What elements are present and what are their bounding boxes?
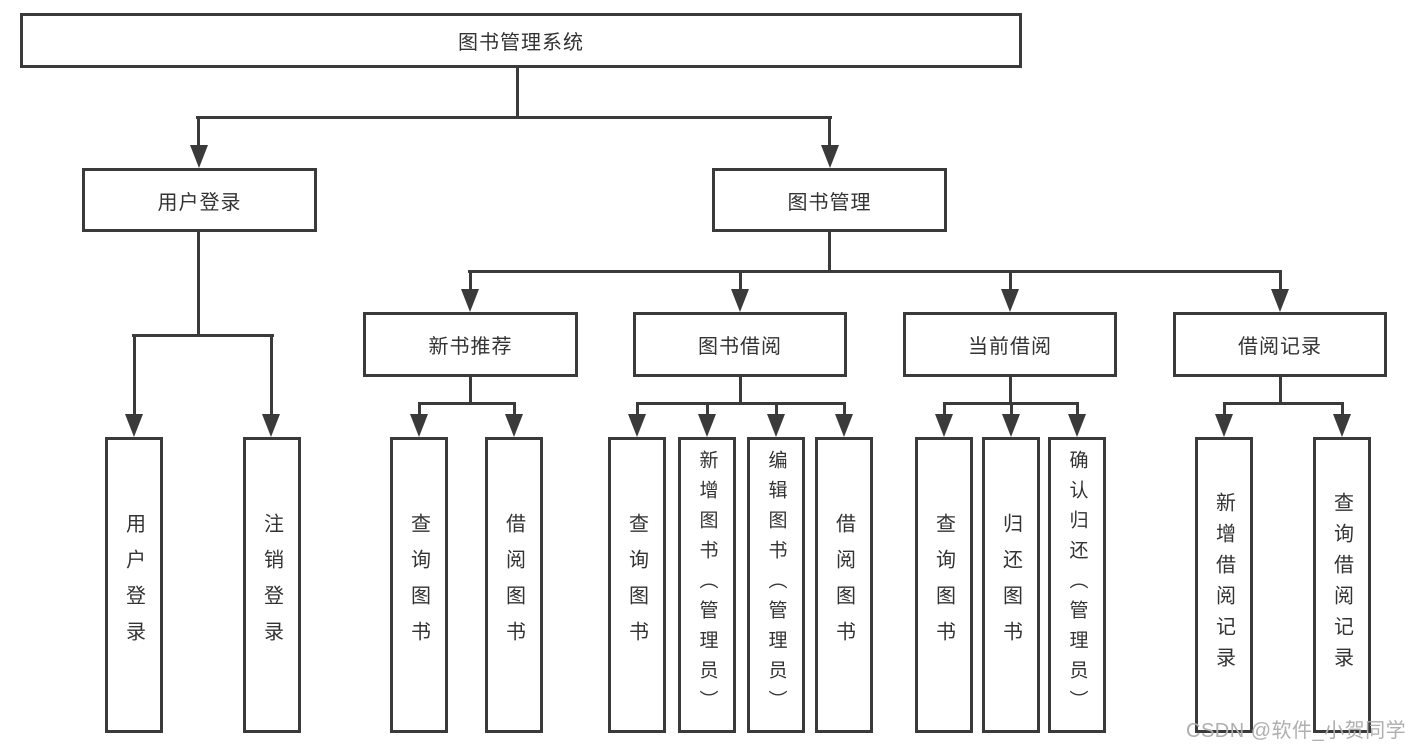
connector <box>270 334 273 416</box>
connector <box>196 116 832 119</box>
connector <box>418 402 516 405</box>
connector <box>828 116 831 148</box>
connector <box>843 402 846 416</box>
connector <box>1009 377 1012 404</box>
connector <box>1010 402 1013 416</box>
connector <box>1076 402 1079 416</box>
node-new-book-recommendation: 新书推荐 <box>363 312 578 377</box>
arrow-down-icon <box>767 414 785 437</box>
connector <box>197 232 200 335</box>
connector <box>1223 402 1226 416</box>
leaf-query-books-borrowing: 查询图书 <box>608 437 666 733</box>
connector <box>706 402 709 416</box>
leaf-query-books-current: 查询图书 <box>915 437 973 733</box>
connector <box>516 68 519 119</box>
arrow-down-icon <box>1002 414 1020 437</box>
connector <box>636 402 846 405</box>
leaf-borrow-books-borrowing: 借阅图书 <box>815 437 873 733</box>
connector <box>132 334 274 337</box>
connector <box>1341 402 1344 416</box>
connector <box>1223 402 1343 405</box>
node-current-borrowing: 当前借阅 <box>903 312 1117 377</box>
arrow-down-icon <box>1001 289 1019 312</box>
leaf-query-books-recommend: 查询图书 <box>390 437 448 733</box>
connector <box>775 402 778 416</box>
arrow-down-icon <box>125 414 143 437</box>
connector <box>468 270 1282 273</box>
leaf-add-book-admin: 新增图书（管理员） <box>678 437 736 733</box>
leaf-logout: 注销登录 <box>243 437 301 733</box>
leaf-query-borrow-record: 查询借阅记录 <box>1313 437 1371 733</box>
arrow-down-icon <box>1215 414 1233 437</box>
connector <box>197 116 200 148</box>
arrow-down-icon <box>821 145 839 168</box>
leaf-add-borrow-record: 新增借阅记录 <box>1195 437 1253 733</box>
arrow-down-icon <box>935 414 953 437</box>
connector <box>513 402 516 416</box>
node-library-management-system: 图书管理系统 <box>20 13 1022 68</box>
leaf-borrow-books-recommend: 借阅图书 <box>485 437 543 733</box>
connector <box>1279 377 1282 404</box>
connector <box>418 402 421 416</box>
arrow-down-icon <box>698 414 716 437</box>
arrow-down-icon <box>461 289 479 312</box>
connector <box>828 232 831 272</box>
connector <box>636 402 639 416</box>
leaf-return-book: 归还图书 <box>982 437 1040 733</box>
arrow-down-icon <box>835 414 853 437</box>
arrow-down-icon <box>731 289 749 312</box>
node-borrowing-records: 借阅记录 <box>1173 312 1387 377</box>
arrow-down-icon <box>1271 289 1289 312</box>
connector <box>133 334 136 416</box>
leaf-edit-book-admin: 编辑图书（管理员） <box>747 437 805 733</box>
arrow-down-icon <box>262 414 280 437</box>
connector <box>1009 270 1012 291</box>
arrow-down-icon <box>628 414 646 437</box>
node-book-borrowing: 图书借阅 <box>633 312 847 377</box>
leaf-user-login: 用户登录 <box>105 437 163 733</box>
leaf-confirm-return-admin: 确认归还（管理员） <box>1048 437 1106 733</box>
connector <box>469 377 472 404</box>
node-book-management: 图书管理 <box>712 168 947 232</box>
node-user-login: 用户登录 <box>82 168 317 232</box>
connector <box>1279 270 1282 291</box>
csdn-watermark: CSDN @软件_小贺同学 <box>1186 720 1405 742</box>
arrow-down-icon <box>190 145 208 168</box>
connector <box>943 402 946 416</box>
connector <box>469 270 472 291</box>
arrow-down-icon <box>410 414 428 437</box>
connector <box>739 377 742 404</box>
connector <box>739 270 742 291</box>
arrow-down-icon <box>1068 414 1086 437</box>
arrow-down-icon <box>1333 414 1351 437</box>
arrow-down-icon <box>505 414 523 437</box>
